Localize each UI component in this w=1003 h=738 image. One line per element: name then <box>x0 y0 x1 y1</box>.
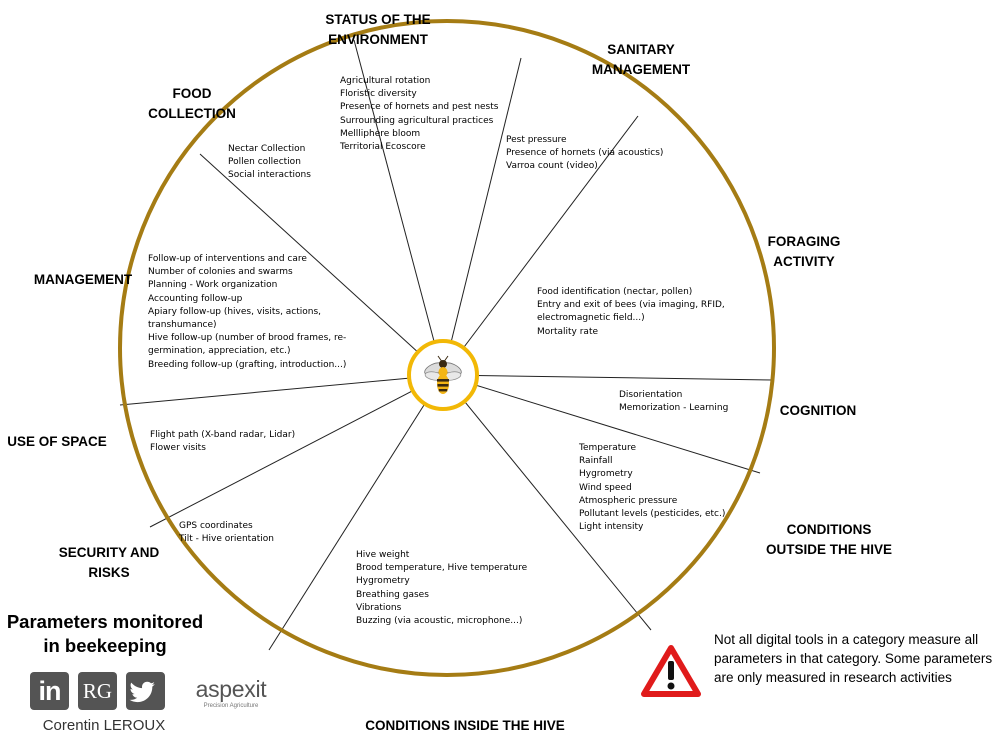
parameter-item: Memorization - Learning <box>619 403 729 414</box>
parameter-item: Number of colonies and swarms <box>148 267 293 278</box>
divider-line <box>442 115 639 376</box>
parameter-item: Atmospheric pressure <box>579 495 678 506</box>
parameter-item: Food identification (nectar, pollen) <box>537 287 693 297</box>
parameter-item: Vibrations <box>356 602 402 613</box>
parameter-list-conditions-inside-hive: Hive weight Brood temperature, Hive temp… <box>356 549 527 628</box>
parameter-item: Hygrometry <box>579 469 633 480</box>
parameter-list-sanitary-management: Pest pressure Presence of hornets (via a… <box>506 134 663 174</box>
parameter-list-security-and-risks: GPS coordinates Tilt - Hive orientation <box>179 520 274 546</box>
parameter-item: Accounting follow-up <box>148 293 243 304</box>
parameter-item: Breeding follow-up (grafting, introducti… <box>148 359 347 370</box>
category-conditions-outside-hive: CONDITIONS OUTSIDE THE HIVE <box>765 522 892 557</box>
parameter-item: Planning - Work organization <box>148 280 278 291</box>
bee-icon <box>424 355 462 394</box>
diagram-title: Parameters monitored in beekeeping <box>6 611 204 656</box>
parameter-item: Mortality rate <box>537 326 599 337</box>
parameter-item: Pollen collection <box>228 157 301 168</box>
parameter-item: Territorial Ecoscore <box>340 142 426 153</box>
parameter-item: Presence of hornets and pest nests <box>340 102 499 113</box>
parameter-item: Mellliphere bloom <box>340 128 421 139</box>
researchgate-icon[interactable]: RG <box>78 672 117 710</box>
category-sanitary-management: SANITARY MANAGEMENT <box>591 42 691 77</box>
linkedin-label: in <box>38 676 62 706</box>
researchgate-label: RG <box>82 679 113 703</box>
parameter-list-cognition: Disorientation Memorization - Learning <box>619 389 728 415</box>
divider-line <box>119 374 444 406</box>
parameter-item: Tilt - Hive orientation <box>179 534 274 545</box>
category-management: MANAGEMENT <box>33 272 133 287</box>
parameter-item: Buzzing (via acoustic, microphone...) <box>356 616 523 627</box>
parameter-item: Presence of hornets (via acoustics) <box>506 148 664 159</box>
twitter-icon[interactable] <box>126 672 165 710</box>
parameter-item: Temperature <box>579 443 637 453</box>
category-cognition: COGNITION <box>779 403 857 418</box>
warning-triangle-icon <box>641 645 701 697</box>
parameter-list-use-of-space: Flight path (X-band radar, Lidar) Flower… <box>150 429 295 455</box>
sector-dividers <box>119 39 774 651</box>
category-security-and-risks: SECURITY AND RISKS <box>58 545 160 580</box>
parameter-item: Rainfall <box>579 456 613 467</box>
parameter-item: Breathing gases <box>356 589 429 600</box>
divider-line <box>442 374 774 381</box>
parameter-item: Wind speed <box>579 482 632 493</box>
divider-line <box>268 374 444 651</box>
parameter-item: Varroa count (video) <box>506 161 598 172</box>
aspexit-logo: aspexit Precision Agriculture <box>176 676 286 710</box>
parameter-list-conditions-outside-hive: Temperature Rainfall Hygrometry Wind spe… <box>579 442 725 534</box>
parameter-item: Nectar Collection <box>228 144 306 154</box>
category-use-of-space: USE OF SPACE <box>7 434 107 449</box>
parameter-item: Flight path (X-band radar, Lidar) <box>150 430 296 440</box>
parameter-list-management: Follow-up of interventions and care Numb… <box>148 253 363 372</box>
category-food-collection: FOOD COLLECTION <box>148 86 236 121</box>
parameter-item: Brood temperature, Hive temperature <box>356 563 528 574</box>
parameter-item: Hygrometry <box>356 576 410 587</box>
parameter-item: Pest pressure <box>506 135 567 145</box>
parameter-item: Hive weight <box>356 550 410 560</box>
divider-line <box>442 374 652 631</box>
parameter-item: Agricultural rotation <box>340 76 431 86</box>
warning-note: Not all digital tools in a category meas… <box>714 632 993 685</box>
category-status-of-environment: STATUS OF THE ENVIRONMENT <box>325 12 431 47</box>
parameter-item: Floristic diversity <box>340 89 417 100</box>
divider-line <box>353 39 444 376</box>
divider-line <box>199 153 444 376</box>
parameter-list-food-collection: Nectar Collection Pollen collection Soci… <box>228 143 311 183</box>
parameter-item: Surrounding agricultural practices <box>340 115 494 126</box>
parameter-item: Light intensity <box>579 522 644 533</box>
divider-line <box>149 374 444 528</box>
aspexit-wordmark: aspexit <box>195 676 267 702</box>
parameter-item: Flower visits <box>150 443 206 454</box>
parameter-item: Pollutant levels (pesticides, etc.) <box>579 509 726 520</box>
author-name: Corentin LEROUX <box>42 717 166 734</box>
parameter-item: Entry and exit of bees (via imaging, RFI… <box>537 300 725 324</box>
parameter-item: Apiary follow-up (hives, visits, actions… <box>148 306 322 331</box>
parameter-item: Social interactions <box>228 170 311 181</box>
divider-line <box>442 374 761 474</box>
divider-line <box>442 57 522 376</box>
parameter-list-foraging-activity: Food identification (nectar, pollen) Ent… <box>537 286 727 339</box>
parameter-item: GPS coordinates <box>179 521 253 531</box>
parameter-list-status-of-environment: Agricultural rotation Floristic diversit… <box>340 75 498 154</box>
category-conditions-inside-hive: CONDITIONS INSIDE THE HIVE <box>365 718 565 733</box>
parameter-item: Disorientation <box>619 390 683 400</box>
twitter-bird-icon <box>129 681 155 703</box>
parameter-item: Hive follow-up (number of brood frames, … <box>148 333 347 357</box>
linkedin-icon[interactable]: in <box>30 672 69 710</box>
outer-ring <box>118 19 776 677</box>
aspexit-tagline: Precision Agriculture <box>203 703 259 709</box>
parameter-item: Follow-up of interventions and care <box>148 254 307 264</box>
category-foraging-activity: FORAGING ACTIVITY <box>767 234 841 269</box>
